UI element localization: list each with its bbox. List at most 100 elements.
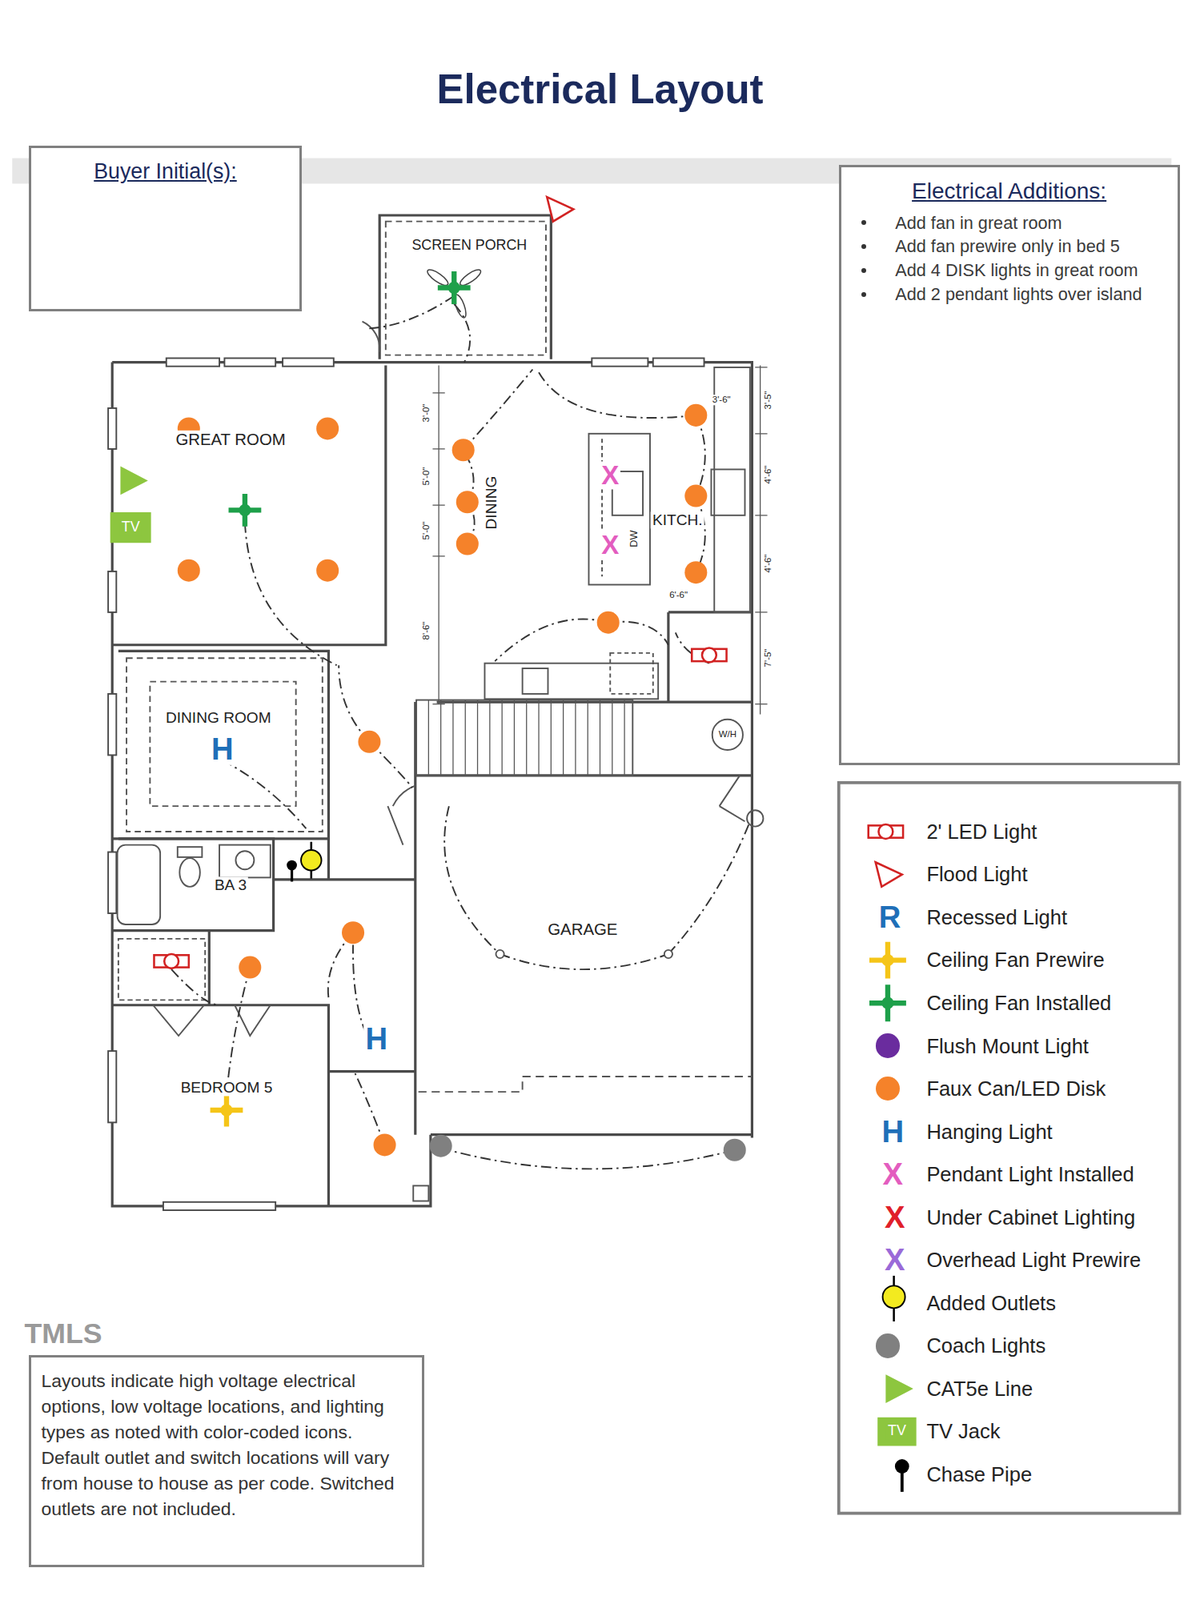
plan-details [235, 850, 254, 870]
switch-wiring [500, 954, 669, 970]
plan-label: H [209, 732, 236, 765]
walls [379, 215, 551, 360]
plan-label: TV [886, 1423, 908, 1440]
dimension-label: 4'-6" [762, 552, 774, 574]
dimension-label: 3'-6" [710, 394, 733, 406]
plan-details [432, 365, 767, 715]
plan-label: KITCH. [650, 512, 705, 530]
legend-text: Flush Mount Light [926, 1033, 1089, 1059]
switch-wiring [338, 665, 370, 743]
windows [108, 408, 117, 450]
coach-light [723, 1139, 747, 1162]
ceiling-fan-prewire [210, 1094, 244, 1128]
legend-icons [869, 942, 907, 980]
switch-wiring [244, 522, 338, 666]
walls [112, 931, 329, 1207]
switch-wiring [441, 1147, 735, 1169]
plan-details [522, 668, 549, 695]
dimension-label: 6'-6" [667, 590, 690, 602]
plan-details [610, 653, 654, 695]
plan-details [416, 700, 633, 776]
plan-details [418, 1076, 753, 1092]
plan-label: X [599, 530, 621, 559]
faux-can-lights [684, 485, 707, 508]
legend-text: Ceiling Fan Installed [926, 991, 1112, 1016]
legend-text: Pendant Light Installed [926, 1162, 1134, 1188]
note-box: Layouts indicate high voltage electrical… [28, 1355, 426, 1568]
plan-details [149, 682, 296, 807]
chase-pipe [286, 860, 297, 883]
faux-can-lights [316, 559, 339, 582]
switch-wiring [444, 806, 500, 955]
windows [166, 357, 220, 366]
legend-icons [875, 862, 903, 887]
windows [108, 571, 117, 613]
plan-details [710, 469, 745, 515]
legend-icons [882, 1274, 906, 1322]
legend-icons [868, 824, 904, 839]
legend-text: Ceiling Fan Prewire [926, 947, 1104, 973]
tv-jack [110, 512, 152, 543]
plan-label: DINING ROOM [164, 710, 273, 727]
plan-label: R [877, 901, 904, 934]
garage-fixtures [495, 950, 504, 959]
tv-jack [110, 512, 152, 543]
plan-details [712, 719, 743, 751]
plan-label: DINING [483, 474, 501, 532]
legend-text: 2' LED Light [926, 819, 1037, 845]
switch-wiring [494, 618, 608, 662]
switch-wiring [668, 821, 751, 955]
flood-light [546, 196, 574, 222]
legend-text: Overhead Light Prewire [926, 1248, 1141, 1273]
legend-icons [875, 862, 903, 887]
watermark: TMLS [22, 1319, 104, 1350]
ceiling-fan-installed [437, 271, 471, 305]
walls [112, 365, 386, 645]
faux-can-lights [684, 404, 707, 427]
ceiling-fan-installed [238, 504, 251, 517]
legend-icons [881, 997, 894, 1010]
switch-wiring [355, 1073, 386, 1145]
fan-blades [457, 267, 483, 289]
plan-label: H [880, 1115, 907, 1148]
faux-can-lights [456, 532, 479, 555]
legend-icons [868, 824, 917, 1493]
plan-details [588, 433, 650, 586]
led-light [702, 648, 717, 663]
fan-blades [425, 267, 483, 320]
legend-text: Flood Light [926, 862, 1028, 887]
plan-details [484, 663, 659, 700]
ceiling-fan-prewire [210, 1094, 244, 1128]
faux-can-lights [597, 611, 620, 635]
fan-blades [425, 267, 450, 289]
walls [112, 838, 273, 932]
note-text: Layouts indicate high voltage electrical… [40, 1368, 412, 1523]
plan-label: X [881, 1158, 906, 1191]
walls [273, 838, 416, 1072]
switch-wiring [695, 415, 705, 497]
switch-wiring [538, 372, 696, 418]
legend-text: Hanging Light [926, 1119, 1052, 1144]
buyer-box: Buyer Initial(s): [28, 145, 303, 311]
plan-details [413, 1185, 429, 1201]
dimension-label: 3'-0" [421, 402, 432, 425]
faux-can-lights [177, 404, 708, 1157]
dimension-label: 5'-0" [421, 465, 432, 488]
additions-box: Electrical Additions: Add fan in great ro… [838, 164, 1180, 766]
windows [224, 357, 276, 366]
legend-icons [869, 984, 907, 1022]
walls [112, 362, 752, 1207]
plan-details [219, 845, 271, 879]
switch-wiring [695, 496, 705, 574]
legend-icons [894, 1459, 910, 1474]
cat5e-line [120, 466, 148, 496]
box-heading: Electrical Additions: [851, 177, 1168, 205]
switch-wiring [367, 296, 454, 330]
chase-pipe [286, 860, 297, 871]
led-light [164, 954, 179, 969]
windows [163, 1202, 276, 1211]
ceiling-fan-installed [228, 493, 262, 527]
list-item: Add fan in great room [851, 211, 1168, 236]
legend-text: Added Outlets [926, 1290, 1056, 1316]
plan-label: GARAGE [545, 920, 619, 939]
